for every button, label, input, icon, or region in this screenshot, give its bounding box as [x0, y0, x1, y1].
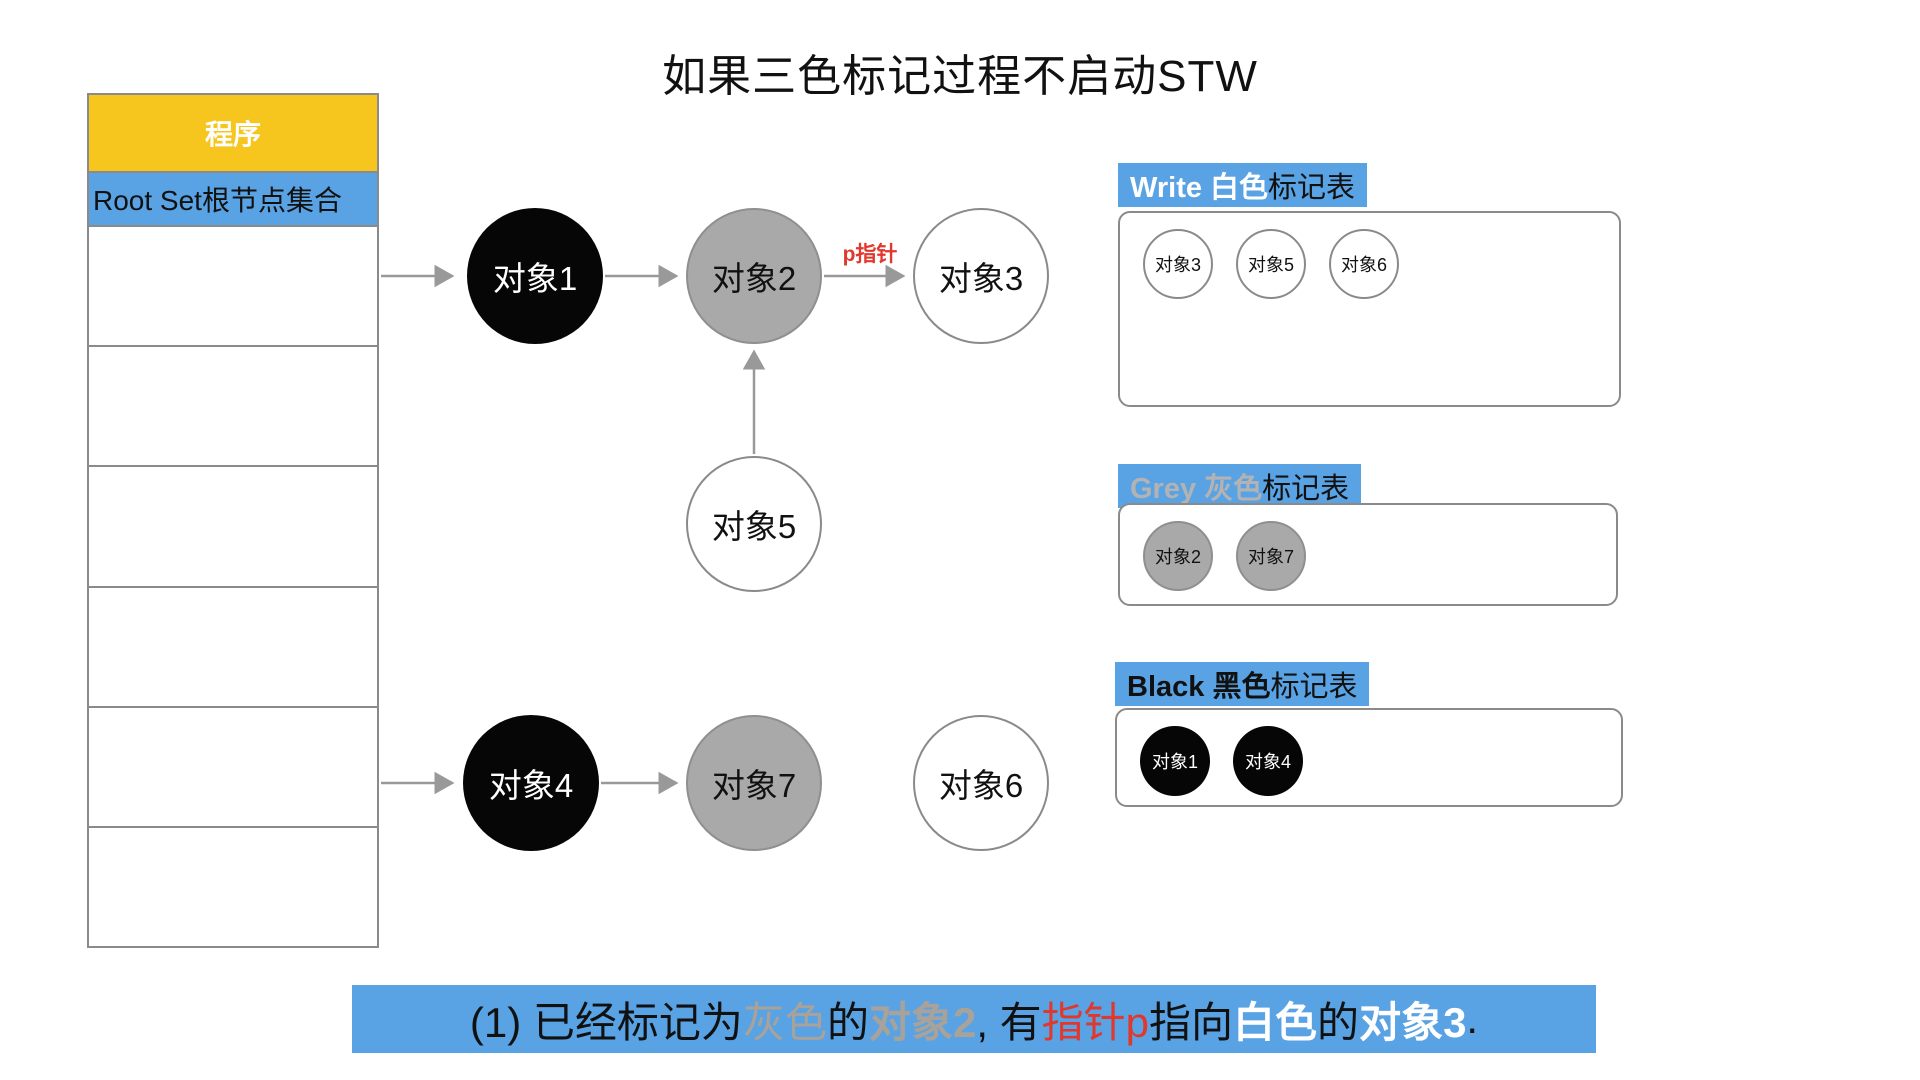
program-row [89, 465, 377, 586]
caption-segment: 灰色 [742, 998, 827, 1046]
grey-table-item: 对象2 [1143, 521, 1213, 591]
program-table: 程序 Root Set根节点集合 [87, 93, 379, 948]
white-table-title: Write 白色标记表 [1118, 163, 1368, 207]
node-obj7: 对象7 [686, 715, 822, 851]
caption-segment: 指向 [1149, 998, 1234, 1046]
grey-table-item: 对象7 [1236, 521, 1306, 591]
caption-segment: 白色 [1233, 998, 1318, 1046]
pointer-p-label: p指针 [842, 243, 898, 266]
black-table-title-highlight: Black 黑色 [1127, 671, 1271, 703]
black-table-title-rest: 标记表 [1270, 671, 1358, 703]
grey-table-title-highlight: Grey 灰色 [1130, 473, 1263, 505]
node-obj4: 对象4 [463, 715, 599, 851]
caption-segment: 指针p [1041, 998, 1150, 1046]
program-row [89, 705, 377, 826]
program-row [89, 345, 377, 466]
program-row [89, 585, 377, 706]
white-table-panel: 对象3 对象5 对象6 [1118, 211, 1621, 407]
program-header: 程序 [89, 95, 377, 173]
white-table-item: 对象5 [1236, 229, 1306, 299]
black-table-panel: 对象1 对象4 [1115, 708, 1623, 807]
node-obj6: 对象6 [913, 715, 1049, 851]
program-row [89, 225, 377, 346]
caption-segment: 对象2 [868, 998, 977, 1046]
caption-segment: 的 [1317, 998, 1360, 1046]
white-table-item: 对象6 [1329, 229, 1399, 299]
page-title: 如果三色标记过程不启动STW [662, 52, 1258, 101]
white-table-title-rest: 标记表 [1268, 172, 1356, 204]
black-table-item: 对象4 [1233, 726, 1303, 796]
caption-segment: . [1466, 995, 1479, 1042]
caption-segment: 对象3 [1359, 998, 1467, 1046]
grey-table-panel: 对象2 对象7 [1118, 503, 1618, 606]
root-set-label: Root Set根节点集合 [89, 173, 377, 225]
node-obj5: 对象5 [686, 456, 822, 592]
node-obj2: 对象2 [686, 208, 822, 344]
caption-segment: , 有 [976, 998, 1042, 1046]
caption-segment: (1) 已经标记为 [469, 998, 743, 1046]
grey-table-title: Grey 灰色标记表 [1118, 464, 1362, 508]
program-row [89, 825, 377, 947]
grey-table-title-rest: 标记表 [1262, 473, 1350, 505]
black-table-item: 对象1 [1140, 726, 1210, 796]
black-table-title: Black 黑色标记表 [1115, 662, 1370, 706]
caption-segment: 的 [826, 998, 869, 1046]
white-table-title-highlight: Write 白色 [1130, 172, 1269, 204]
node-obj3: 对象3 [913, 208, 1049, 344]
node-obj1: 对象1 [467, 208, 603, 344]
white-table-item: 对象3 [1143, 229, 1213, 299]
